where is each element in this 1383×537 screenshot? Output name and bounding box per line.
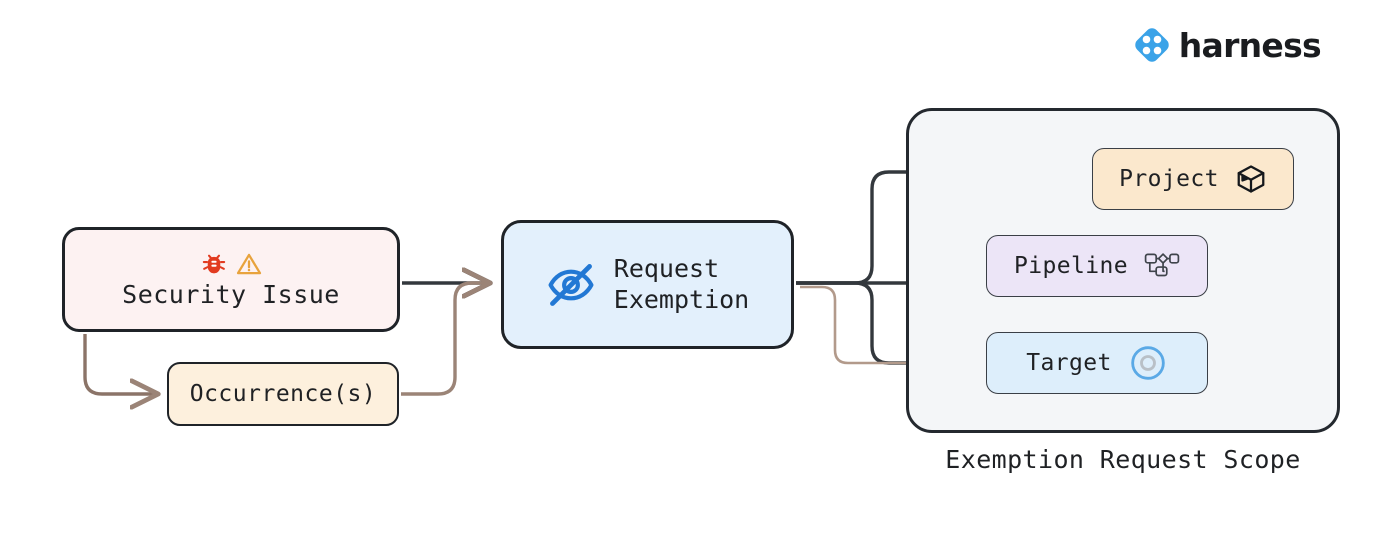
security-issue-label: Security Issue — [122, 280, 340, 309]
occurrences-label: Occurrence(s) — [189, 381, 377, 407]
eye-off-icon — [548, 263, 594, 306]
node-target[interactable]: Target — [986, 332, 1208, 394]
node-pipeline[interactable]: Pipeline — [986, 235, 1208, 297]
edge-occurrences-to-request-exemption — [401, 283, 489, 396]
node-occurrences[interactable]: Occurrence(s) — [167, 362, 399, 426]
security-issue-icons — [201, 250, 262, 278]
node-security-issue[interactable]: Security Issue — [62, 227, 400, 332]
pipeline-label: Pipeline — [1014, 253, 1128, 279]
node-request-exemption[interactable]: Request Exemption — [501, 220, 794, 349]
request-exemption-label: Request Exemption — [613, 254, 750, 314]
bug-icon — [202, 254, 225, 274]
scope-caption: Exemption Request Scope — [945, 445, 1301, 474]
target-label: Target — [1026, 350, 1112, 376]
pipeline-nodes-icon — [1144, 253, 1180, 277]
target-circle-icon — [1130, 346, 1165, 380]
edge-security-issue-to-occurrences — [83, 334, 157, 394]
harness-wordmark: harness — [1178, 25, 1322, 65]
cube-icon — [1237, 165, 1265, 193]
harness-logo: harness — [1133, 25, 1322, 65]
harness-diamond-logo-icon — [1134, 28, 1169, 62]
project-label: Project — [1119, 166, 1219, 192]
warning-triangle-icon — [236, 253, 261, 275]
node-project[interactable]: Project — [1092, 148, 1294, 210]
